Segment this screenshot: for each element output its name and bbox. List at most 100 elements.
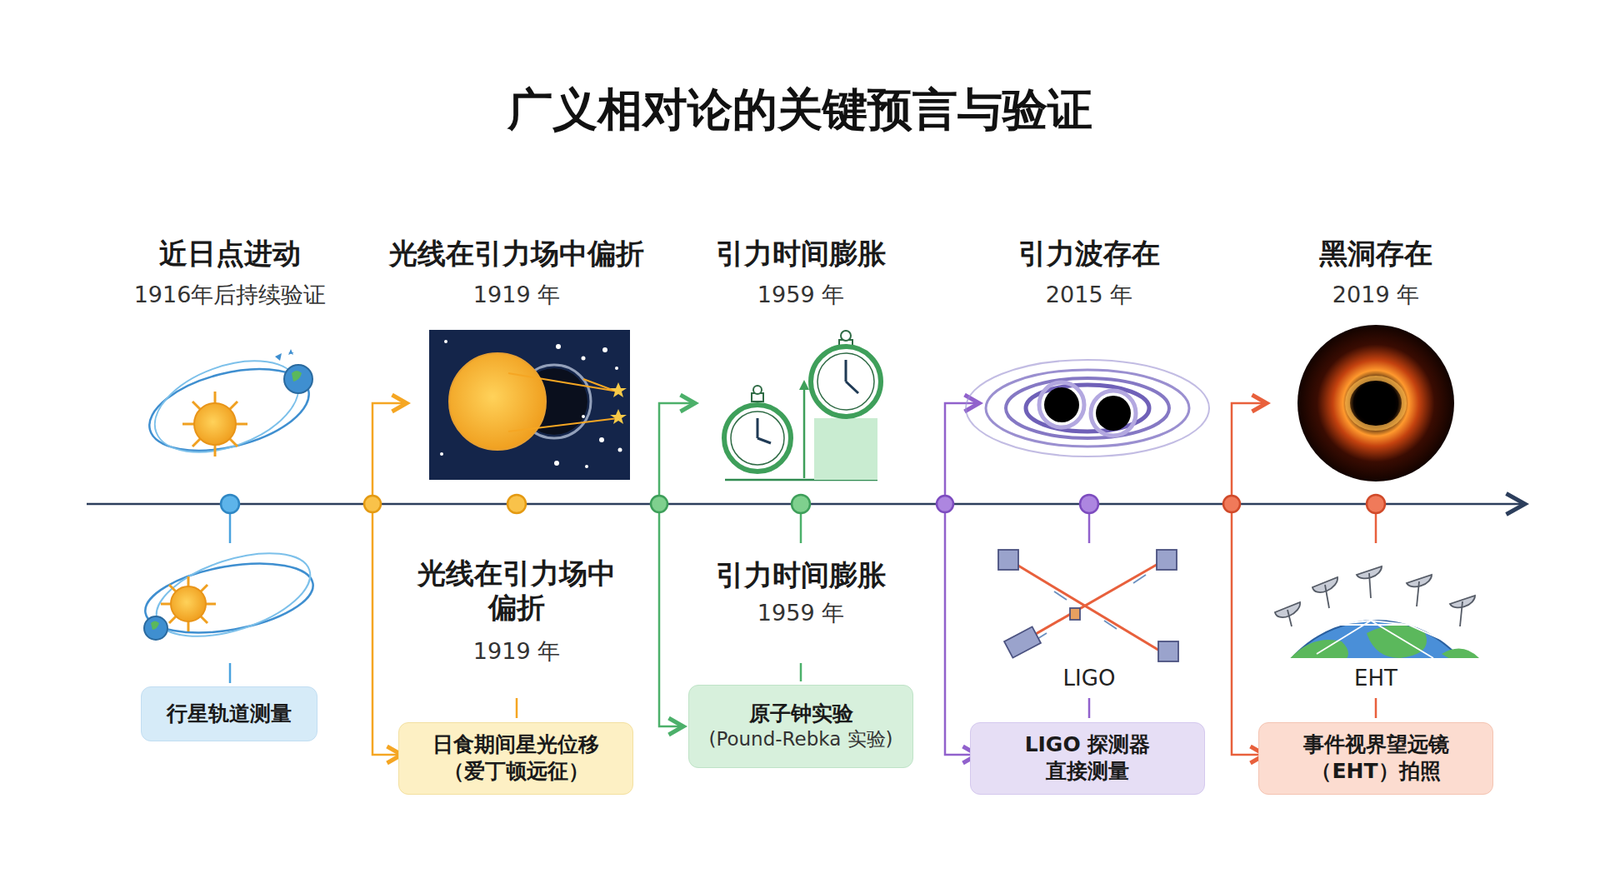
method-box: LIGO 探测器 直接测量 <box>970 722 1205 795</box>
method-box: 事件视界望远镜 （EHT）拍照 <box>1258 722 1494 795</box>
box-title: LIGO 探测器 直接测量 <box>987 731 1188 786</box>
orbit-illustration <box>140 552 319 645</box>
eclipse-illustration <box>581 415 585 419</box>
eclipse-illustration <box>449 353 546 450</box>
eht-illustration <box>1295 620 1446 659</box>
orbit-illustration <box>192 401 238 447</box>
ligo-illustration <box>1104 620 1117 630</box>
eclipse-illustration <box>555 344 561 350</box>
eht-illustration <box>1275 566 1475 627</box>
clock-illustration <box>730 411 785 465</box>
orbit-illustration <box>160 576 216 632</box>
eclipse-illustration <box>429 330 630 480</box>
eht-illustration <box>1325 585 1330 609</box>
timeline-dot <box>791 495 810 514</box>
wave-illustration <box>1044 387 1080 423</box>
clock-illustration <box>810 346 881 417</box>
leader-line <box>1375 514 1378 544</box>
eht-illustration <box>1263 566 1489 846</box>
clock-illustration <box>845 360 859 394</box>
timeline-dot <box>936 495 954 513</box>
ligo-illustration <box>998 550 1019 570</box>
method-box: 行星轨道测量 <box>140 686 318 742</box>
bracket-connector <box>945 403 980 755</box>
eht-illustration <box>1263 620 1489 659</box>
ligo-illustration <box>1033 575 1146 642</box>
prediction-heading: 光线在引力场中偏折 <box>389 236 645 271</box>
eclipse-illustration <box>581 356 586 361</box>
clock-illustration <box>814 418 878 480</box>
method-box: 日食期间星光位移 （爱丁顿远征） <box>398 722 634 795</box>
wave-illustration <box>1095 395 1131 431</box>
wave-illustration <box>965 360 1210 457</box>
orbit-illustration <box>170 586 206 622</box>
ligo-illustration <box>998 550 1179 662</box>
clock-illustration <box>817 353 875 410</box>
prediction-heading: 黑洞存在 <box>1319 236 1433 271</box>
ligo-illustration <box>1004 626 1041 658</box>
eclipse-illustration <box>585 465 589 469</box>
year-label: 2019 年 <box>1332 281 1420 309</box>
blackhole-illustration <box>1297 325 1455 482</box>
year-label: 1916年后持续验证 <box>134 281 327 309</box>
wave-illustration <box>1090 390 1136 436</box>
ligo-illustration <box>1156 550 1177 570</box>
wave-illustration <box>965 360 1210 457</box>
orbit-illustration <box>144 616 168 640</box>
year-label: 1959 年 <box>757 600 845 627</box>
leader-line <box>800 663 803 682</box>
wave-illustration <box>1005 378 1170 439</box>
eht-illustration <box>1283 640 1349 659</box>
box-title: 行星轨道测量 <box>166 700 292 729</box>
eclipse-illustration <box>599 437 605 443</box>
leader-line <box>800 514 803 544</box>
box-title: 日食期间星光位移 （爱丁顿远征） <box>415 731 616 786</box>
wave-illustration <box>1039 382 1085 428</box>
bracket-connector <box>659 403 695 727</box>
orbit-illustration <box>140 536 320 653</box>
prediction-heading: 近日点进动 <box>159 236 301 271</box>
orbit-illustration <box>275 353 282 361</box>
box-title: 原子钟实验 <box>749 700 854 729</box>
orbit-illustration <box>140 343 317 470</box>
year-label: 2015 年 <box>1045 281 1133 309</box>
eclipse-illustration <box>615 366 619 370</box>
prediction-heading: 引力时间膨胀 <box>715 558 886 593</box>
orbit-illustration <box>150 621 160 631</box>
eht-illustration <box>1441 649 1480 659</box>
diagram-title: 广义相对论的关键预言与验证 <box>507 83 1093 138</box>
eclipse-illustration <box>508 373 619 392</box>
blackhole-illustration <box>1297 325 1455 482</box>
leader-line <box>1088 514 1091 544</box>
leader-line <box>229 514 232 544</box>
ligo-illustration <box>998 550 1179 662</box>
eht-illustration <box>1366 625 1427 659</box>
ligo-illustration <box>1158 641 1179 662</box>
box-subtitle: (Pound-Rebka 实验) <box>708 727 893 753</box>
year-label: 1959 年 <box>757 281 845 309</box>
eclipse-illustration <box>618 448 623 453</box>
eclipse-illustration <box>610 409 627 425</box>
leader-line <box>229 663 232 684</box>
eclipse-illustration <box>440 452 444 456</box>
orbit-illustration <box>291 370 302 382</box>
eclipse-illustration <box>554 460 560 466</box>
orbit-illustration <box>288 349 295 355</box>
prediction-heading: 引力时间膨胀 <box>715 236 886 271</box>
leader-line <box>515 698 519 719</box>
eclipse-illustration <box>610 382 627 398</box>
orbit-illustration <box>284 365 313 394</box>
detector-label: EHT <box>1354 665 1398 692</box>
timeline-dot <box>220 495 240 514</box>
orbit-illustration <box>146 536 321 653</box>
leader-line <box>1088 698 1091 719</box>
clock-illustration <box>840 330 851 341</box>
timeline-dot <box>1366 495 1385 514</box>
prediction-heading: 光线在引力场中 偏折 <box>395 556 638 625</box>
clock-illustration <box>724 330 881 480</box>
eclipse-illustration <box>429 330 630 480</box>
eclipse-illustration <box>602 347 608 353</box>
eht-illustration <box>1416 581 1420 607</box>
ligo-illustration <box>1070 608 1080 620</box>
clock-illustration <box>753 385 762 395</box>
